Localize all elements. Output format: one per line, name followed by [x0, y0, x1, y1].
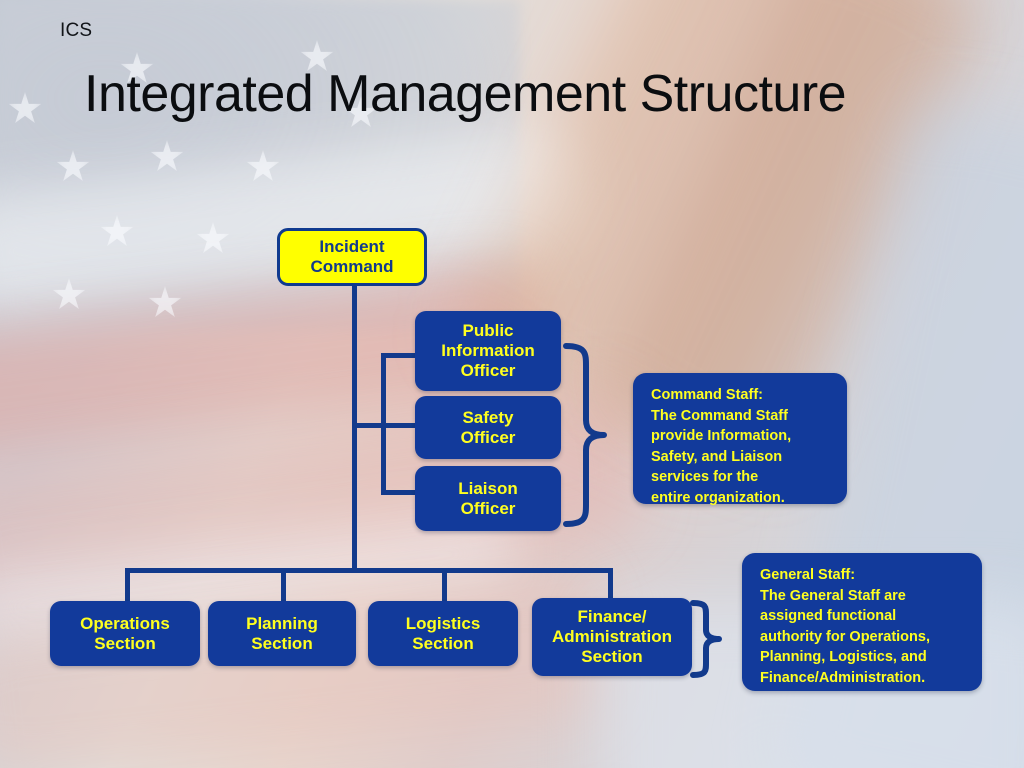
callout-general-staff: General Staff: The General Staff are ass… — [742, 553, 982, 691]
connector-drop-finance-administration-section — [608, 568, 613, 602]
node-public-information-officer[interactable]: Public Information Officer — [415, 311, 561, 391]
flag-star-icon — [56, 150, 90, 181]
connector-drop-logistics-section — [442, 568, 447, 602]
flag-star-icon — [8, 92, 42, 123]
slide-eyebrow-label: ICS — [60, 20, 93, 41]
node-logistics-section[interactable]: Logistics Section — [368, 601, 518, 666]
page-title: Integrated Management Structure — [84, 65, 847, 123]
command-staff-brace-icon — [563, 343, 607, 527]
node-safety-officer[interactable]: Safety Officer — [415, 396, 561, 459]
connector-stub-safety-officer — [381, 423, 417, 428]
node-finance-administration-section[interactable]: Finance/ Administration Section — [532, 598, 692, 676]
general-staff-brace-icon — [690, 600, 722, 678]
connector-drop-operations-section — [125, 568, 130, 602]
connector-stub-liaison-officer — [381, 490, 417, 495]
flag-star-icon — [150, 140, 184, 171]
callout-command-staff: Command Staff: The Command Staff provide… — [633, 373, 847, 506]
connector-drop-planning-section — [281, 568, 286, 602]
connector-stub-public-information-officer — [381, 353, 417, 358]
node-incident-command[interactable]: Incident Command — [277, 228, 427, 286]
node-planning-section[interactable]: Planning Section — [208, 601, 356, 666]
connector-root-stem — [352, 286, 357, 572]
node-operations-section[interactable]: Operations Section — [50, 601, 200, 666]
node-liaison-officer[interactable]: Liaison Officer — [415, 466, 561, 531]
connector-general-staff-bus — [125, 568, 613, 573]
